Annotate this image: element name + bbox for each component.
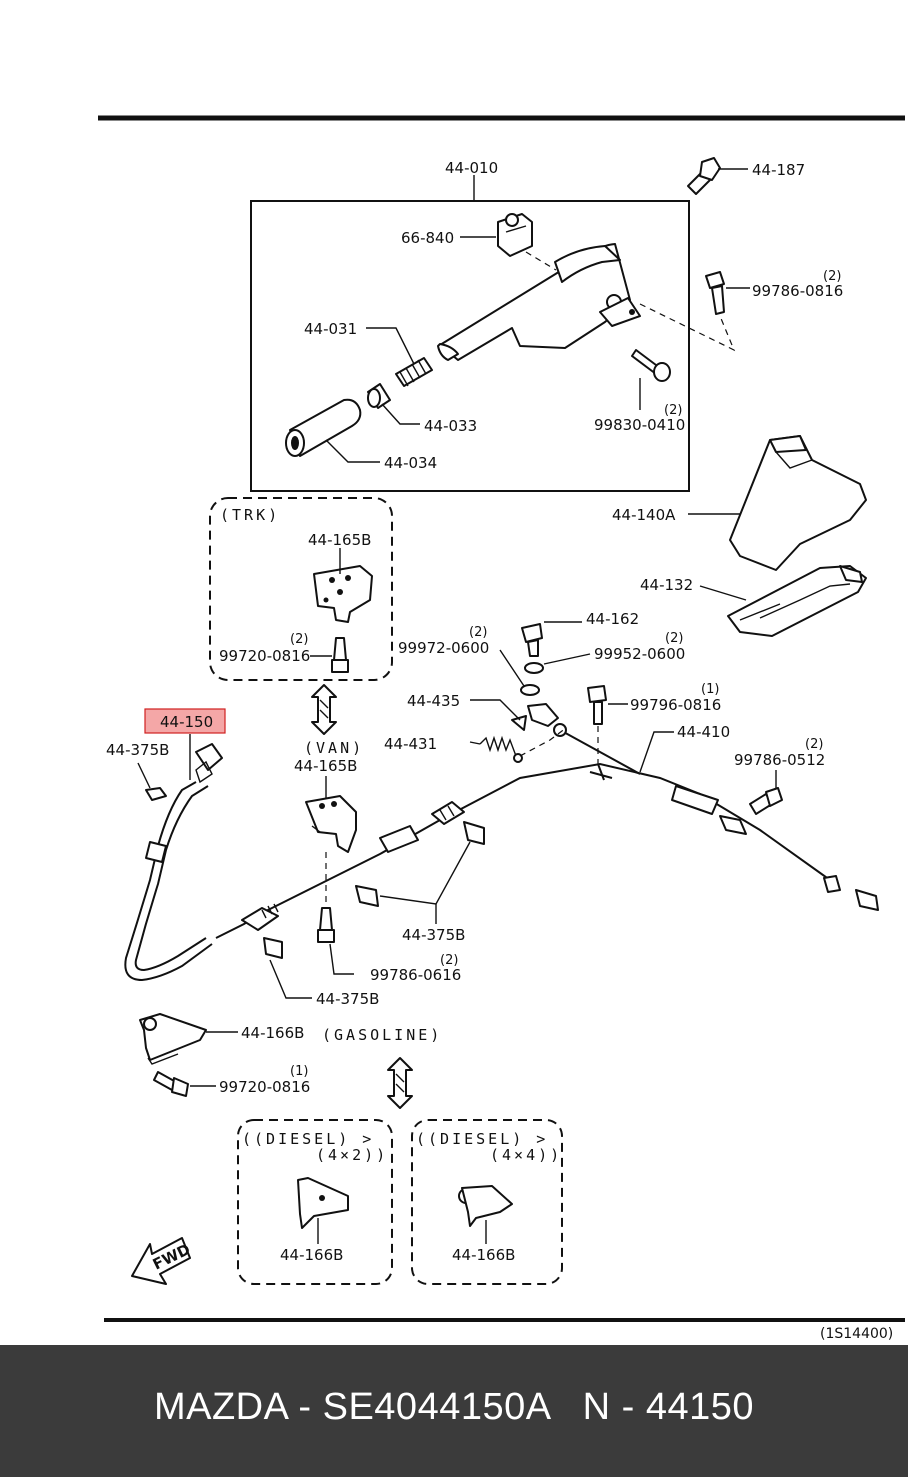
- diesel-4x2-frame: [237, 1119, 393, 1285]
- console-cover: [729, 435, 867, 571]
- label-44-165B-trk: 44-165B: [308, 531, 371, 549]
- bolt-99786-0816: [705, 271, 725, 315]
- bolt-99786-0616: [317, 907, 335, 943]
- label-99972-0600: 99972-0600: [398, 639, 489, 657]
- label-44-375B-b: 44-375B: [402, 926, 465, 944]
- group-gasoline: (GASOLINE): [322, 1026, 442, 1044]
- washer-99972: [520, 684, 540, 696]
- bracket-van: [305, 795, 357, 853]
- label-44-431: 44-431: [384, 735, 437, 753]
- qty-99720-0816-trk: (2): [290, 632, 308, 647]
- qty-99972-0600: (2): [469, 625, 487, 640]
- group-diesel44-line2: (4×4)): [490, 1146, 562, 1164]
- highlight-44-150: [144, 708, 226, 734]
- label-99952-0600: 99952-0600: [594, 645, 685, 663]
- lever-spring: [395, 357, 433, 387]
- label-44-010: 44-010: [445, 159, 498, 177]
- console-base: [727, 565, 867, 637]
- group-van: (VAN): [304, 739, 364, 757]
- label-99796-0816: 99796-0816: [630, 696, 721, 714]
- group-diesel42-line1: ((DIESEL) >: [242, 1130, 374, 1148]
- qty-99796-0816: (1): [701, 682, 719, 697]
- lever-assembly-frame: [250, 200, 690, 492]
- bracket-gasoline: [139, 1013, 207, 1065]
- bracket-trk: [313, 565, 373, 623]
- group-diesel42-line2: (4×2)): [316, 1146, 388, 1164]
- label-44-410: 44-410: [677, 723, 730, 741]
- group-trk: (TRK): [220, 506, 280, 524]
- label-44-187: 44-187: [752, 161, 805, 179]
- cable-end-fitting: [497, 213, 533, 257]
- part-number-caption: MAZDA - SE4044150A N - 44150: [153, 1385, 755, 1428]
- label-99720-0816-trk: 99720-0816: [219, 647, 310, 665]
- qty-99786-0816: (2): [823, 269, 841, 284]
- return-spring-44-431: [469, 735, 523, 763]
- bolt-99720-0816-gas: [153, 1071, 189, 1097]
- label-44-435: 44-435: [407, 692, 460, 710]
- label-44-166B-gasoline: 44-166B: [241, 1024, 304, 1042]
- bolt-99786-0512: [749, 787, 783, 815]
- tapping-screw: [631, 349, 671, 382]
- label-44-150: 44-150: [160, 713, 213, 731]
- diagram-reference: (1S14400): [820, 1326, 893, 1342]
- label-44-166B-diesel42: 44-166B: [280, 1246, 343, 1264]
- label-99786-0616: 99786-0616: [370, 966, 461, 984]
- bolt-44-187: [687, 157, 721, 195]
- group-diesel44-line1: ((DIESEL) >: [416, 1130, 548, 1148]
- trk-group-frame: [209, 497, 393, 681]
- pin-44-162: [521, 623, 543, 657]
- fwd-arrow: FWD: [131, 1237, 193, 1285]
- front-cable-44-150: [124, 743, 223, 982]
- lever-grip: [285, 398, 362, 457]
- alternate-arrow-trk-van: [311, 684, 337, 735]
- label-44-375B-c: 44-375B: [316, 990, 379, 1008]
- alternate-arrow-gasoline-diesel: [387, 1057, 413, 1109]
- footer-bar: MAZDA - SE4044150A N - 44150: [0, 1345, 908, 1477]
- qty-99786-0616: (2): [440, 953, 458, 968]
- label-44-033: 44-033: [424, 417, 477, 435]
- qty-99786-0512: (2): [805, 737, 823, 752]
- washer-99952: [524, 662, 544, 674]
- label-44-162: 44-162: [586, 610, 639, 628]
- cable-run-center: [215, 729, 879, 939]
- label-99720-0816-gas: 99720-0816: [219, 1078, 310, 1096]
- label-44-165B-van: 44-165B: [294, 757, 357, 775]
- bolt-trk: [331, 637, 349, 673]
- clip-c: [263, 937, 283, 959]
- lever-sleeve: [367, 383, 391, 409]
- bolt-99796-0816: [587, 685, 607, 725]
- bracket-diesel-4x2: [297, 1177, 349, 1229]
- label-44-034: 44-034: [384, 454, 437, 472]
- label-44-132: 44-132: [640, 576, 693, 594]
- label-66-840: 66-840: [401, 229, 454, 247]
- clip-b: [355, 885, 379, 907]
- clip-small: [145, 787, 167, 801]
- parking-brake-lever: [437, 243, 641, 361]
- equalizer-44-435: [511, 703, 567, 737]
- qty-99830-0410: (2): [664, 403, 682, 418]
- parking-brake-exploded-diagram: 44-010 66-840 44-031 44-033 44-034: [98, 115, 905, 1342]
- clip-a: [463, 821, 485, 845]
- label-99786-0816: 99786-0816: [752, 282, 843, 300]
- label-44-031: 44-031: [304, 320, 357, 338]
- label-44-140A: 44-140A: [612, 506, 676, 524]
- qty-99720-0816-gas: (1): [290, 1064, 308, 1079]
- qty-99952-0600: (2): [665, 631, 683, 646]
- label-99830-0410: 99830-0410: [594, 416, 685, 434]
- label-99786-0512: 99786-0512: [734, 751, 825, 769]
- label-44-375B-a: 44-375B: [106, 741, 169, 759]
- label-44-166B-diesel44: 44-166B: [452, 1246, 515, 1264]
- bracket-diesel-4x4: [458, 1185, 513, 1227]
